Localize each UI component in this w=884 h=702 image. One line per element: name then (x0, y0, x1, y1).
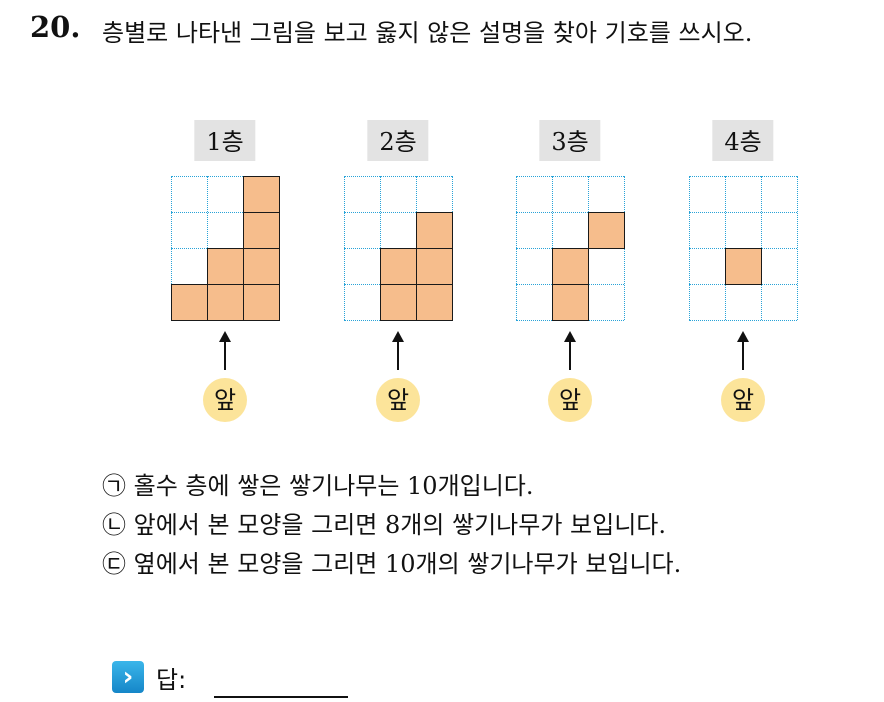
statement-list: ㉠ 홀수 층에 쌓은 쌓기나무는 10개입니다. ㉡ 앞에서 본 모양을 그리면… (102, 466, 681, 583)
floor-label: 1층 (194, 120, 256, 161)
grid-line (171, 212, 279, 213)
stacking-block (552, 284, 589, 321)
grid-line (344, 176, 452, 177)
grid-line (344, 212, 452, 213)
grid-line (516, 212, 624, 213)
answer-blank[interactable] (214, 696, 348, 698)
floor-4: 4층 앞 (678, 120, 808, 430)
statement-c: ㉢ 옆에서 본 모양을 그리면 10개의 쌓기나무가 보입니다. (102, 550, 682, 578)
arrow-shaft (224, 338, 226, 370)
stacking-block (725, 248, 762, 285)
floor-label: 4층 (712, 120, 774, 161)
arrow-shaft (397, 338, 399, 370)
front-badge: 앞 (203, 378, 247, 422)
floor-grid (344, 176, 453, 321)
up-arrow-icon (737, 331, 749, 342)
stacking-block (416, 212, 453, 249)
answer-label: 답: (156, 666, 187, 694)
stacking-block (207, 284, 244, 321)
stacking-block (416, 284, 453, 321)
stacking-block (243, 212, 280, 249)
floor-3: 3층 앞 (505, 120, 635, 430)
stacking-block (171, 284, 208, 321)
grid-line (797, 176, 798, 320)
floor-1: 1층 앞 (160, 120, 290, 430)
grid-line (516, 176, 624, 177)
stacking-block (588, 212, 625, 249)
up-arrow-icon (392, 331, 404, 342)
chevron-right-icon: › (112, 661, 144, 693)
up-arrow-icon (564, 331, 576, 342)
floor-label: 2층 (367, 120, 429, 161)
stacking-block (552, 248, 589, 285)
floor-grid (689, 176, 798, 321)
statement-b: ㉡ 앞에서 본 모양을 그리면 8개의 쌓기나무가 보입니다. (102, 511, 666, 539)
floor-2: 2층 앞 (333, 120, 463, 430)
stacking-block (243, 248, 280, 285)
arrow-shaft (569, 338, 571, 370)
stacking-block (243, 176, 280, 213)
grid-line (689, 176, 797, 177)
front-badge: 앞 (721, 378, 765, 422)
statement-a: ㉠ 홀수 층에 쌓은 쌓기나무는 10개입니다. (102, 472, 534, 500)
grid-line (689, 320, 797, 321)
grid-line (689, 212, 797, 213)
arrow-shaft (742, 338, 744, 370)
stacking-block (243, 284, 280, 321)
stacking-block (380, 284, 417, 321)
floor-label: 3층 (539, 120, 601, 161)
stacking-block (416, 248, 453, 285)
front-badge: 앞 (376, 378, 420, 422)
stacking-block (207, 248, 244, 285)
question-number: 20. (30, 10, 81, 44)
front-badge: 앞 (548, 378, 592, 422)
floor-grid (171, 176, 280, 321)
grid-line (171, 176, 279, 177)
stacking-block (380, 248, 417, 285)
up-arrow-icon (219, 331, 231, 342)
floor-grid (516, 176, 625, 321)
question-text: 층별로 나타낸 그림을 보고 옳지 않은 설명을 찾아 기호를 쓰시오. (102, 19, 753, 47)
